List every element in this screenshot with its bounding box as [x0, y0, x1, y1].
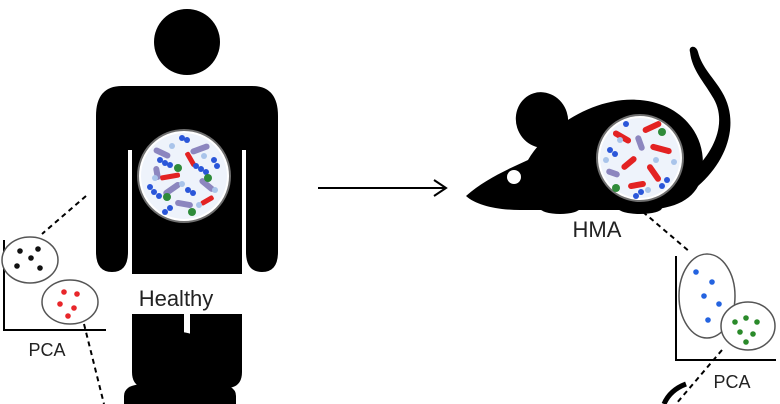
mouse-silhouette-icon: [466, 46, 731, 214]
cluster-red-ellipse: [41, 279, 99, 325]
cluster-red-points: [57, 289, 80, 319]
zoom-line-lower: [675, 349, 723, 404]
label-backdrop: [96, 274, 286, 314]
mouse-gut-microbiota-icon: [596, 114, 684, 202]
cluster-green-points: [732, 315, 760, 345]
cluster-blue-points: [693, 269, 722, 323]
cluster-black-points: [14, 246, 43, 271]
human-label: Healthy: [139, 286, 214, 311]
second-human-silhouette-icon: [124, 332, 236, 404]
pca-right-label: PCA: [713, 372, 750, 392]
mouse-eye: [507, 170, 521, 184]
pca-left-label: PCA: [28, 340, 65, 360]
arrow-right-icon: [318, 179, 448, 197]
partial-mouse-tail: [661, 381, 687, 404]
pca-axes: [675, 256, 776, 361]
gut-microbiota-icon: [137, 129, 231, 223]
pca-plot-left: PCA: [1, 195, 106, 404]
zoom-line: [41, 195, 87, 235]
pca-plot-right: PCA: [635, 205, 776, 404]
zoom-line-lower: [83, 323, 105, 404]
zoom-line: [635, 205, 691, 253]
cluster-green-ellipse: [720, 301, 776, 351]
cluster-blue-ellipse: [678, 253, 736, 339]
mouse-label: HMA: [573, 217, 622, 242]
